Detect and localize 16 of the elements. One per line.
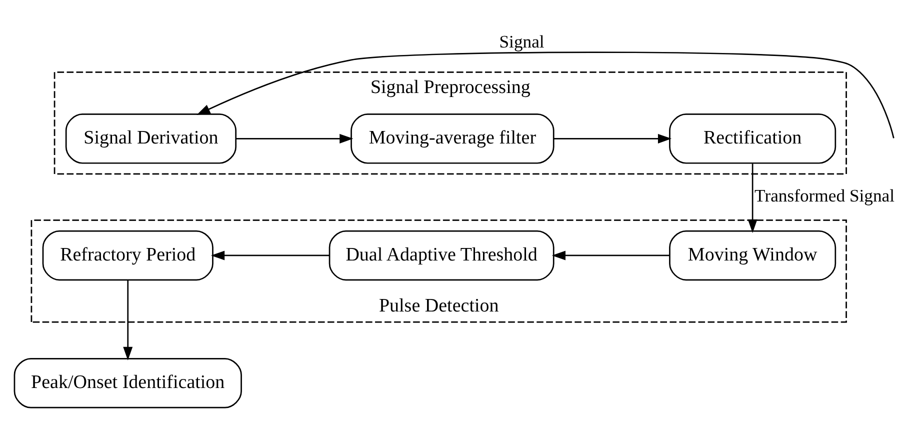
edge-label: Signal — [499, 32, 544, 52]
node-box: Signal Derivation — [65, 114, 237, 164]
node-box: Moving Window — [669, 230, 836, 281]
arrow — [210, 250, 330, 260]
arrow — [196, 52, 894, 138]
arrow — [554, 134, 672, 144]
arrow — [236, 134, 354, 144]
node-box: Rectification — [669, 114, 836, 164]
node-box: Moving-average filter — [350, 114, 554, 164]
node-box: Dual Adaptive Threshold — [328, 230, 554, 281]
arrow — [748, 164, 758, 233]
node-box: Refractory Period — [42, 230, 214, 281]
arrow — [552, 250, 670, 260]
edge-label: Transformed Signal — [754, 186, 895, 206]
arrow — [123, 280, 133, 360]
node-box: Peak/Onset Identification — [14, 358, 242, 408]
